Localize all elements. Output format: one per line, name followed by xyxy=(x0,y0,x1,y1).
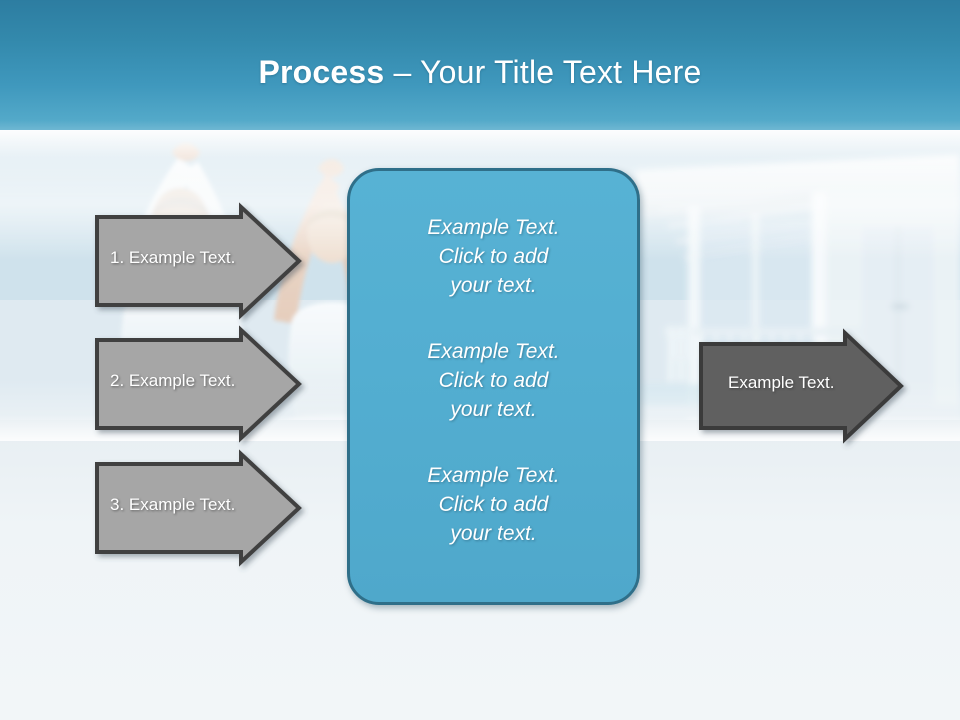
panel-text-block-1-line-2: Click to add xyxy=(438,245,549,268)
page-title: Process – Your Title Text Here xyxy=(0,52,960,92)
panel-text-block-1-line-3: your text. xyxy=(450,274,537,297)
panel-text-block-2-line-3: your text. xyxy=(450,398,537,421)
process-step-arrow-2[interactable]: 2. Example Text. xyxy=(93,325,305,443)
panel-text-block-1-line-1: Example Text. xyxy=(427,216,560,239)
process-step-arrow-1[interactable]: 1. Example Text. xyxy=(93,202,305,320)
panel-text-block-2-line-1: Example Text. xyxy=(427,340,560,363)
process-output-arrow[interactable]: Example Text. xyxy=(697,328,909,444)
panel-text-block-3-line-2: Click to add xyxy=(438,493,549,516)
page-title-rest: – Your Title Text Here xyxy=(384,54,702,90)
center-content-panel[interactable]: Example Text. Click to add your text. Ex… xyxy=(347,168,640,605)
page-title-bold: Process xyxy=(258,54,385,90)
panel-text-block-3-line-3: your text. xyxy=(450,522,537,545)
process-step-arrow-3[interactable]: 3. Example Text. xyxy=(93,449,305,567)
panel-text-block-3: Example Text. Click to add your text. xyxy=(350,461,637,548)
panel-text-block-2-line-2: Click to add xyxy=(438,369,549,392)
panel-text-block-3-line-1: Example Text. xyxy=(427,464,560,487)
panel-text-block-1: Example Text. Click to add your text. xyxy=(350,213,637,300)
panel-text-block-2: Example Text. Click to add your text. xyxy=(350,337,637,424)
